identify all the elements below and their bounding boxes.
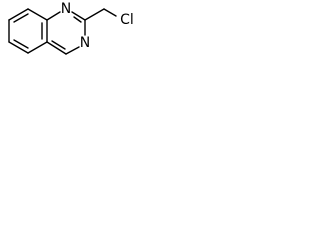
- bond-c6-c5-inner: [13, 39, 29, 49]
- bond-ch2-cl: [103, 8, 117, 17]
- bond-c4-c4a: [46, 41, 67, 55]
- bond-c5-c4a: [27, 41, 48, 54]
- bond-c8a-n1: [46, 11, 61, 21]
- bond-c4-c4a-inner: [51, 40, 66, 50]
- atom-n1-label: N: [61, 1, 71, 17]
- bond-c8a-c8: [27, 8, 48, 21]
- bond-n1-c2-inner: [73, 16, 82, 23]
- bond-c2-ch2: [84, 8, 105, 21]
- atom-cl-label: Cl: [120, 12, 134, 28]
- bond-n3-c4: [65, 46, 80, 55]
- molecule-diagram: N N Cl: [0, 0, 223, 94]
- bond-c6-c5: [8, 41, 29, 54]
- structure-drawing: N N Cl: [8, 1, 134, 55]
- bond-n1-c2: [71, 11, 86, 21]
- bond-c8-c7-inner: [13, 13, 29, 23]
- atom-n3-label: N: [80, 35, 90, 51]
- bond-c8-c7: [8, 8, 29, 21]
